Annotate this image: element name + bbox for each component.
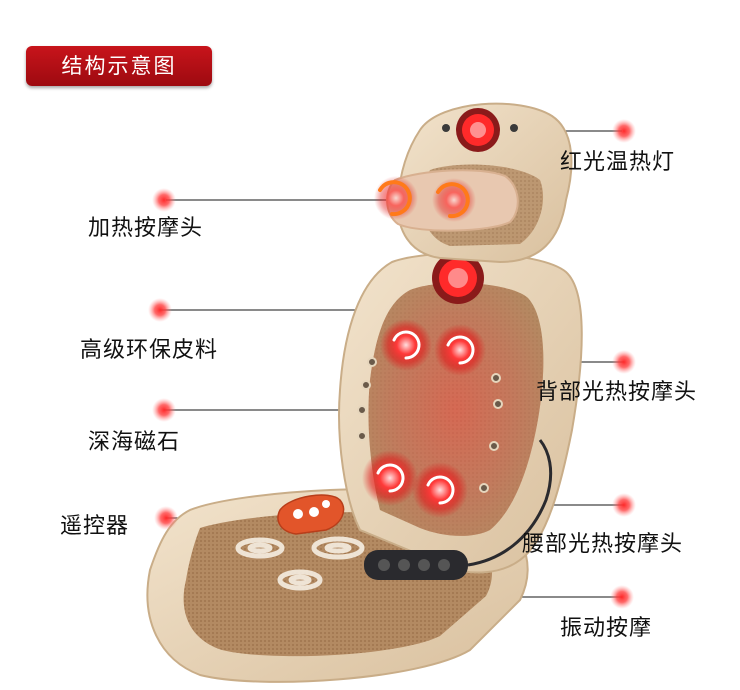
label-red-light-heat-lamp: 红光温热灯: [560, 150, 676, 175]
label-waist-heat-massage-head: 腰部光热按摩头: [522, 532, 684, 557]
dot-magnet: [152, 398, 176, 422]
dot-heated-head: [152, 188, 176, 212]
magnet-studs: [357, 357, 503, 493]
annotation-dots: [148, 119, 636, 609]
back-massage-heads: [362, 319, 486, 518]
dot-leather: [148, 298, 172, 322]
page-title: 结构示意图: [26, 46, 212, 86]
remote-control: [277, 494, 345, 535]
label-vibration-massage: 振动按摩: [560, 616, 653, 641]
dot-vibration: [610, 585, 634, 609]
label-eco-leather: 高级环保皮料: [80, 338, 219, 363]
label-deep-sea-magnet: 深海磁石: [88, 430, 181, 455]
label-back-heat-massage-head: 背部光热按摩头: [536, 380, 698, 405]
dot-remote: [154, 506, 178, 530]
heated-head-rotation-arrows: [378, 180, 470, 219]
label-remote-control: 遥控器: [60, 514, 130, 539]
dot-red-light: [612, 119, 636, 143]
handheld-controller: [364, 439, 553, 580]
dot-back-head: [612, 350, 636, 374]
label-heated-massage-head: 加热按摩头: [88, 216, 204, 241]
vibration-patterns: [235, 536, 365, 591]
dot-waist-head: [612, 493, 636, 517]
